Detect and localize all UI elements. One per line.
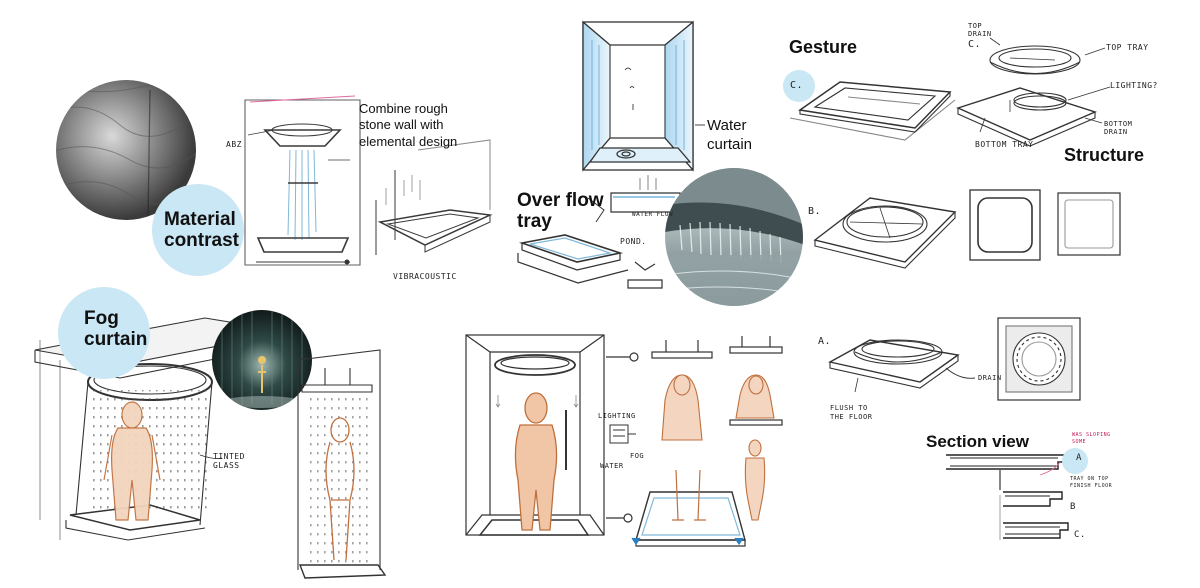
water-curtain-room [582, 20, 705, 172]
section-highlight-bubble [1062, 448, 1088, 474]
combine-stone-note: Combine rough stone wall with elemental … [359, 101, 457, 150]
option-a-label: A. [818, 336, 832, 347]
combine-stone-line3: elemental design [359, 133, 458, 149]
section-note-2-line1: TRAY ON TOP [1070, 476, 1109, 482]
section-note-1-line1: WAS SLOPING [1072, 432, 1111, 438]
bottom-drain-line2: DRAIN [1104, 128, 1128, 136]
section-c-label: C. [1074, 530, 1086, 540]
top-drain-line2: DRAIN [968, 30, 992, 39]
tinted-glass-line2: GLASS [213, 461, 240, 470]
option-a-sketch [828, 317, 1081, 401]
fog-curtain-heading: Fog curtain [84, 308, 148, 351]
section-note-1-line2: SOME [1072, 438, 1087, 445]
flush-line2: THE FLOOR [830, 413, 873, 422]
section-b-label: B [1070, 502, 1076, 512]
over-flow-tray-line2: tray [517, 210, 552, 232]
bottom-drain-label: BOTTOM DRAIN [1104, 120, 1132, 136]
section-view-heading: Section view [926, 432, 1029, 451]
water-label: WATER [600, 462, 624, 470]
fog-booth-sketch [297, 349, 387, 579]
pond-label: POND. [620, 237, 647, 246]
shower-detail-figures [661, 374, 775, 521]
top-tray-label: TOP TRAY [1106, 43, 1149, 52]
over-flow-tray-heading: Over flow tray [517, 190, 604, 233]
control-module-sketch [609, 424, 636, 444]
vibracoustic-sketch [375, 139, 493, 255]
lighting-booth-sketch [465, 334, 639, 536]
option-c-label: C. [790, 80, 804, 91]
fog-figure-2 [325, 417, 355, 561]
lighting-booth-figure [514, 392, 558, 531]
section-view-sketch [946, 454, 1069, 540]
fog-curtain-line2: curtain [84, 328, 148, 350]
feet-tray-sketch [631, 469, 746, 547]
structure-exploded-sketch [956, 37, 1111, 147]
tinted-glass-line1: TINTED [213, 452, 245, 461]
section-a-label: A [1076, 453, 1082, 463]
gesture-option-bubble [783, 70, 815, 102]
top-drain-line3: C. [968, 38, 982, 50]
top-drain-label: TOP DRAIN C. [968, 22, 992, 51]
material-contrast-heading: Material contrast [164, 209, 239, 252]
section-note-1: WAS SLOPING SOME [1072, 432, 1111, 445]
bottom-drain-line1: BOTTOM [1104, 120, 1133, 128]
fountain-photo [665, 168, 803, 306]
material-contrast-line1: Material [164, 209, 236, 230]
water-curtain-note: Water curtain [707, 117, 752, 155]
fog-curtain-photo [212, 310, 312, 410]
lighting-label: LIGHTING [598, 412, 636, 420]
shower-cabinet-sketch [244, 95, 361, 266]
fog-figure-1 [103, 401, 161, 521]
flush-line1: FLUSH TO [830, 404, 868, 412]
combine-stone-line1: Combine rough [359, 101, 448, 116]
material-contrast-bubble [152, 184, 244, 276]
lighting-ring-label: LIGHTING? [1110, 81, 1158, 90]
water-flow-label: WATER FLOW [632, 211, 674, 218]
section-note-2: TRAY ON TOP FINISH FLOOR [1070, 476, 1112, 490]
gesture-heading: Gesture [789, 37, 858, 57]
tinted-glass-label: TINTED GLASS [213, 452, 245, 470]
option-b-label: B. [808, 206, 822, 217]
top-drain-line1: TOP [968, 22, 983, 30]
fog-label: FOG [630, 452, 645, 460]
shower-detail-sketches [651, 336, 783, 426]
vibracoustic-label: VIBRACOUSTIC [393, 272, 457, 281]
water-curtain-line2: curtain [707, 135, 753, 153]
combine-stone-line2: stone wall with [359, 117, 444, 133]
bottom-tray-label: BOTTOM TRAY [975, 140, 1034, 149]
fog-curtain-bubble [58, 287, 150, 379]
structure-heading: Structure [1064, 145, 1145, 165]
over-flow-tray-line1: Over flow [517, 190, 604, 211]
gesture-option-c-sketch [789, 81, 956, 141]
drain-label: DRAIN [978, 374, 1002, 382]
flush-label: FLUSH TO THE FLOOR [830, 404, 872, 422]
section-note-2-line2: FINISH FLOOR [1070, 483, 1113, 489]
fog-curtain-line1: Fog [84, 308, 119, 329]
option-b-sketch [813, 189, 1121, 269]
water-curtain-line1: Water [707, 117, 747, 134]
material-contrast-line2: contrast [164, 229, 239, 251]
abz-label: ABZ [226, 140, 242, 149]
